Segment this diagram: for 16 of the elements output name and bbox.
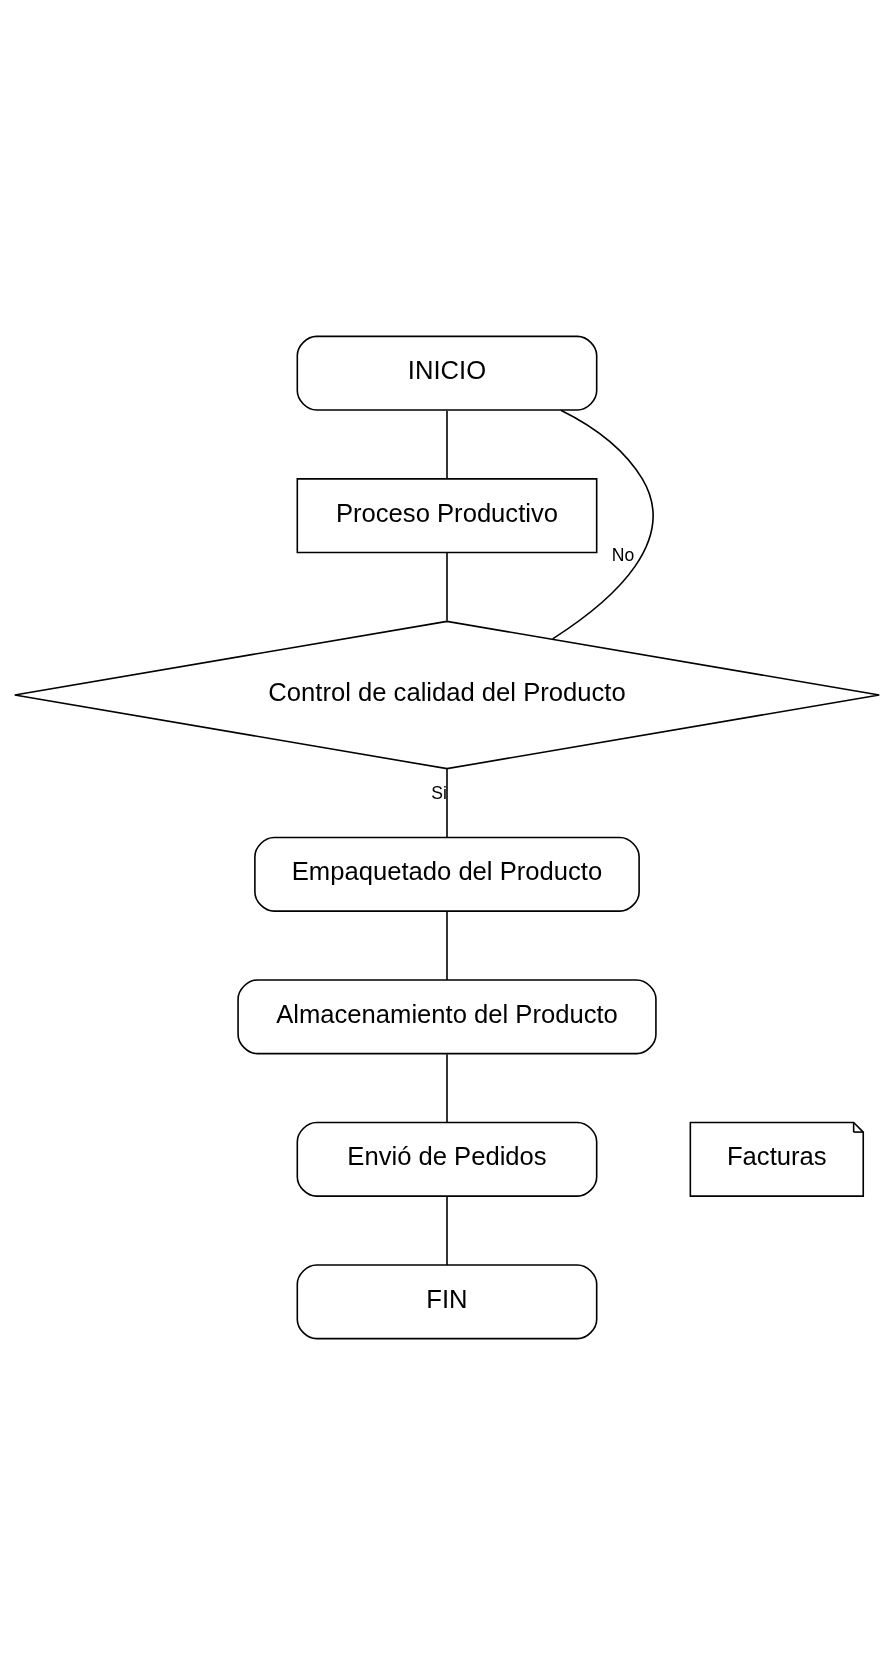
connector <box>551 408 654 640</box>
edge-label: Si <box>431 782 447 803</box>
connector <box>446 1195 448 1266</box>
node-box: FIN <box>296 1263 598 1339</box>
connector <box>446 767 448 838</box>
node-box: Envió de Pedidos <box>296 1121 598 1197</box>
connector <box>446 910 448 981</box>
node-box: INICIO <box>296 335 598 411</box>
connector <box>446 409 448 480</box>
connector <box>446 551 448 622</box>
node-box: Proceso Productivo <box>296 477 598 553</box>
connector <box>446 1052 448 1123</box>
node-box: Empaquetado del Producto <box>254 836 640 912</box>
node-box: Almacenamiento del Producto <box>237 978 657 1054</box>
edge-label: No <box>611 544 635 565</box>
node-diamond: Control de calidad del Producto <box>13 620 881 769</box>
